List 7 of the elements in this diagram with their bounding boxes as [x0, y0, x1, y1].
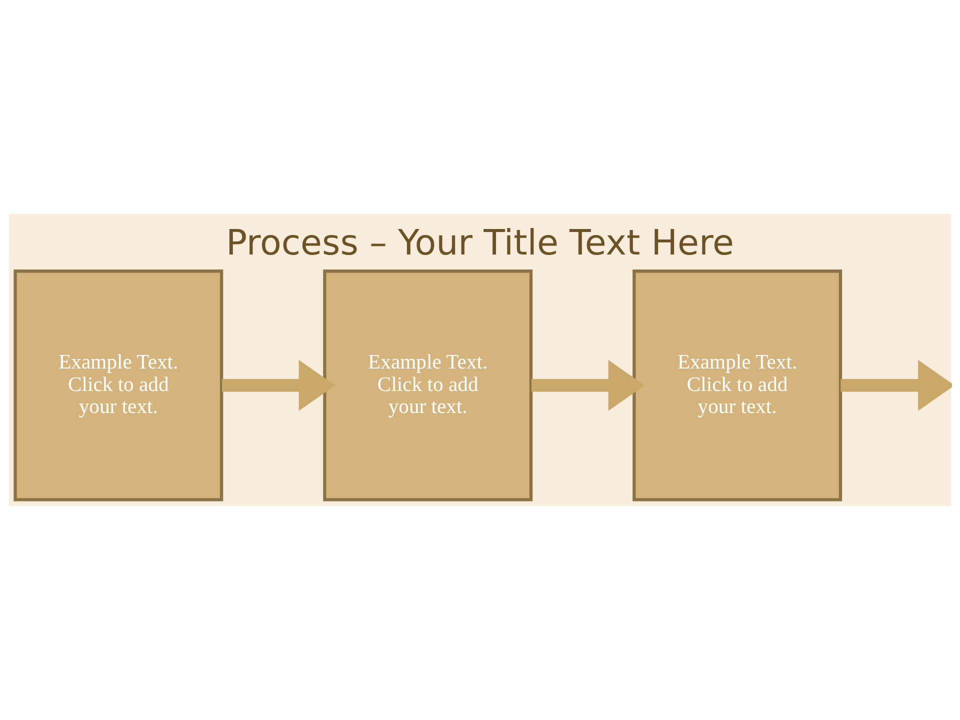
node-box: Example Text. Click to add your text. — [323, 270, 533, 502]
node-box: Example Text. Click to add your text. — [14, 270, 224, 502]
diagram-title: Process – Your Title Text Here — [226, 224, 734, 264]
arrow — [222, 360, 336, 411]
arrow — [531, 360, 645, 411]
node-box: Example Text. Click to add your text. — [632, 270, 842, 502]
arrow — [840, 360, 952, 411]
